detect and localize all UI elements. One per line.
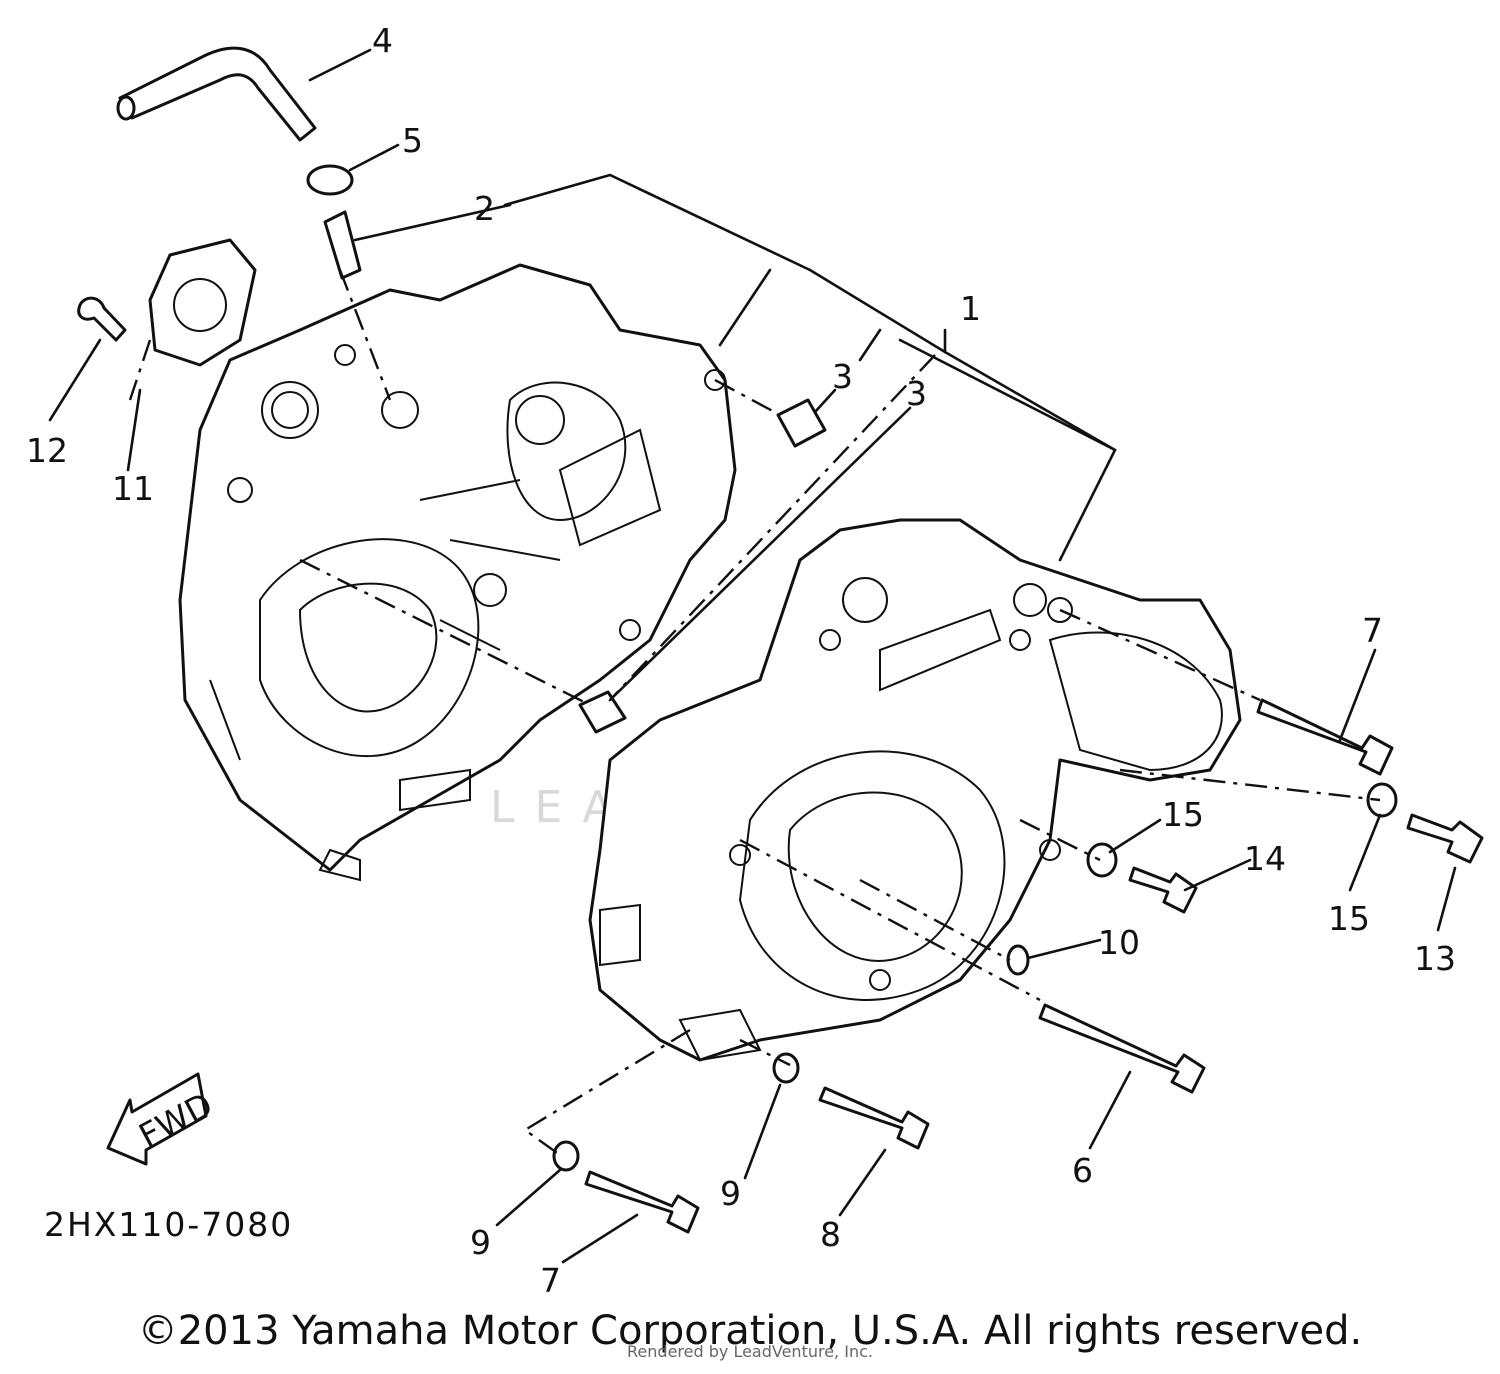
fwd-arrow: FWD	[106, 1072, 219, 1166]
callout-1: 1	[960, 289, 981, 328]
callout-15-right: 15	[1328, 899, 1370, 938]
bolt-part-14	[1128, 866, 1198, 914]
callout-7-upper: 7	[1362, 611, 1383, 650]
callout-labels: 1 2 3 3 4 5 6 7 7 8 9 9 10 11 12 13 14 1…	[26, 21, 1456, 1300]
callout-9-center: 9	[720, 1174, 741, 1213]
bolt-part-7-upper	[1256, 698, 1394, 776]
hose-clamp-part	[306, 164, 354, 196]
explosion-lines	[128, 269, 1381, 1156]
callout-14: 14	[1244, 839, 1286, 878]
callout-4: 4	[372, 21, 393, 60]
bolt-part-6	[1038, 1003, 1206, 1094]
washer-part-15-center	[1086, 842, 1118, 878]
callout-8: 8	[820, 1215, 841, 1254]
leader-lines	[48, 48, 1457, 1264]
gasket-part	[148, 238, 257, 367]
callout-6: 6	[1072, 1151, 1093, 1190]
o-ring-part-10	[1006, 944, 1030, 976]
callout-10: 10	[1098, 923, 1140, 962]
callout-12: 12	[26, 431, 68, 470]
screw-part-12	[77, 296, 127, 342]
part-code: 2HX110-7080	[44, 1205, 293, 1244]
callout-2: 2	[474, 189, 495, 228]
callout-15-center: 15	[1162, 795, 1204, 834]
washer-part-9-center	[772, 1052, 800, 1084]
rendered-by-notice: Rendered by LeadVenture, Inc.	[627, 1342, 873, 1361]
callout-13: 13	[1414, 939, 1456, 978]
callout-3-lower: 3	[906, 374, 927, 413]
copyright-notice: ©2013 Yamaha Motor Corporation, U.S.A. A…	[137, 1308, 1363, 1354]
bolt-part-13	[1406, 813, 1484, 864]
washer-part-9-left	[552, 1140, 580, 1172]
bolt-part-8	[818, 1086, 930, 1150]
callout-11: 11	[112, 469, 154, 508]
callout-9-left: 9	[470, 1223, 491, 1262]
left-crankcase-half	[178, 263, 737, 882]
washer-part-15-right	[1366, 782, 1398, 818]
callout-5: 5	[402, 121, 423, 160]
callout-7-lower: 7	[540, 1261, 561, 1300]
callout-3-upper: 3	[832, 357, 853, 396]
dowel-pin-part-lower	[578, 690, 627, 734]
breather-nipple-part	[323, 210, 362, 280]
bolt-part-7-lower	[584, 1170, 700, 1234]
right-crankcase-half	[588, 518, 1242, 1062]
dowel-pin-part-upper	[776, 398, 827, 448]
hose-part	[116, 46, 317, 142]
